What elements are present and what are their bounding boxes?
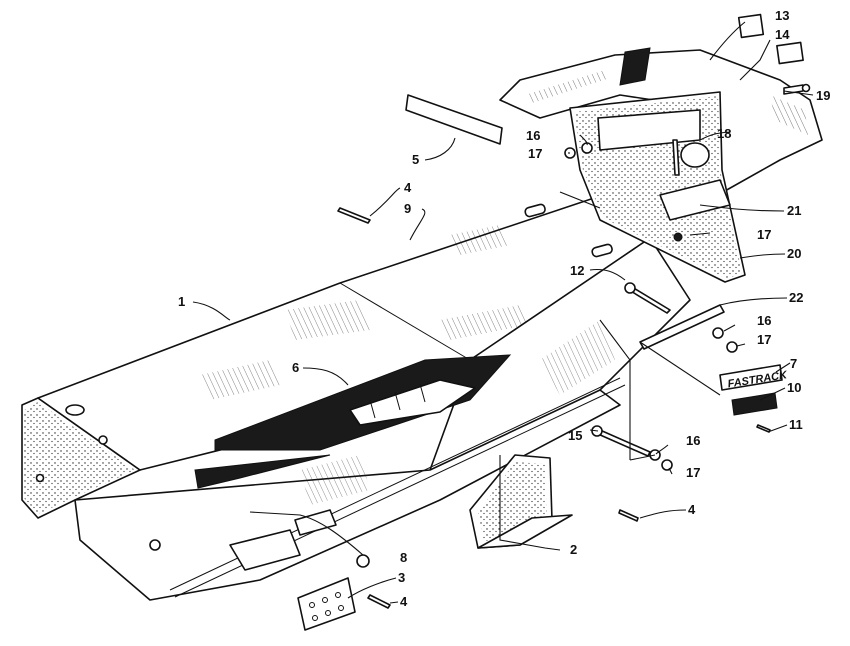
nut-17b (726, 341, 738, 353)
callout-11: 11 (789, 417, 803, 432)
callout-9: 9 (404, 201, 411, 216)
fastrack-badge-7: FASTRACK (719, 364, 789, 391)
callout-16c: 16 (686, 433, 700, 448)
reflector-10 (731, 392, 778, 416)
callout-4c: 4 (400, 594, 408, 609)
callout-17c: 17 (686, 465, 700, 480)
callout-17d: 17 (757, 227, 771, 242)
callout-21: 21 (787, 203, 801, 218)
reflector-strip (405, 94, 503, 145)
callouts: 1 2 3 4 4 4 5 6 7 8 9 10 11 12 13 14 15 … (178, 8, 830, 609)
callout-14: 14 (775, 27, 790, 42)
foot-plate-3 (297, 577, 356, 631)
leader-lines (192, 21, 814, 604)
callout-22: 22 (789, 290, 803, 305)
callout-16b: 16 (757, 313, 771, 328)
callout-13: 13 (775, 8, 789, 23)
callout-12: 12 (570, 263, 584, 278)
tunnel-assembly (21, 191, 691, 601)
callout-2: 2 (570, 542, 577, 557)
callout-15: 15 (568, 428, 582, 443)
callout-6: 6 (292, 360, 299, 375)
callout-20: 20 (787, 246, 801, 261)
callout-8: 8 (400, 550, 407, 565)
callout-19: 19 (816, 88, 830, 103)
side-decal (194, 354, 512, 489)
callout-16a: 16 (526, 128, 540, 143)
callout-10: 10 (787, 380, 801, 395)
washer-16b (712, 327, 724, 339)
decal-14 (776, 41, 804, 65)
callout-18: 18 (717, 126, 731, 141)
callout-5: 5 (412, 152, 419, 167)
nut-17c (661, 459, 673, 471)
decal-13 (737, 13, 765, 39)
callout-1: 1 (178, 294, 185, 309)
callout-4a: 4 (404, 180, 412, 195)
callout-17b: 17 (757, 332, 771, 347)
callout-7: 7 (790, 356, 797, 371)
callout-17a: 17 (528, 146, 542, 161)
callout-3: 3 (398, 570, 405, 585)
callout-4b: 4 (688, 502, 696, 517)
plug-8 (356, 554, 370, 568)
